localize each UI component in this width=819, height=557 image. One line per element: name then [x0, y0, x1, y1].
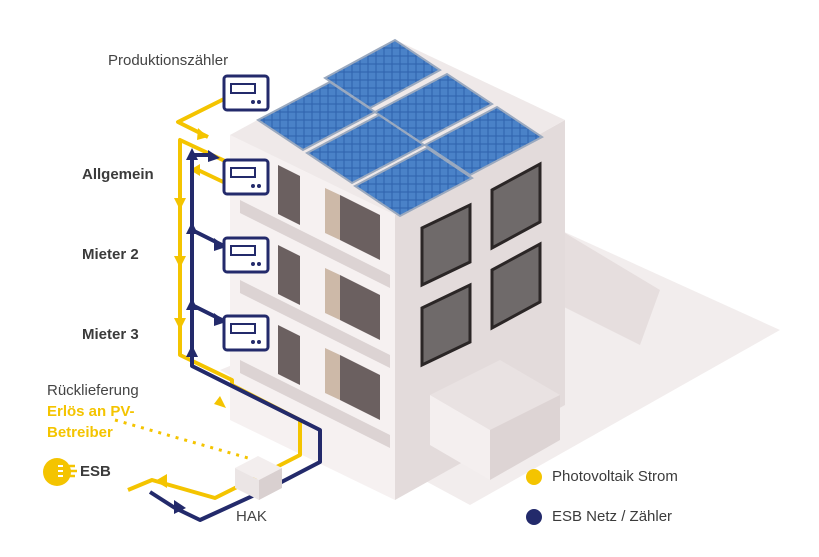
legend-label-grid: ESB Netz / Zähler — [552, 508, 673, 525]
label-tenant-3: Mieter 3 — [82, 326, 139, 343]
label-hak: HAK — [236, 508, 267, 525]
label-revenue-line2: Betreiber — [47, 424, 113, 441]
meter-tenant-3 — [222, 314, 270, 352]
production-meter — [222, 74, 270, 112]
esb-sun-icon — [43, 458, 77, 486]
meter-general — [222, 158, 270, 196]
legend-grid: ESB Netz / Zähler — [526, 508, 672, 525]
label-tenant-2: Mieter 2 — [82, 246, 139, 263]
hak-box — [235, 456, 282, 500]
legend-pv: Photovoltaik Strom — [526, 468, 678, 485]
pv-arrows — [155, 128, 226, 488]
label-general: Allgemein — [82, 166, 154, 183]
label-feedback: Rücklieferung — [47, 382, 139, 399]
revenue-dotted-line — [114, 418, 249, 460]
label-esb: ESB — [80, 463, 111, 480]
label-revenue-line1: Erlös an PV- — [47, 403, 135, 420]
meter-tenant-2 — [222, 236, 270, 274]
legend-label-pv: Photovoltaik Strom — [552, 468, 678, 485]
legend-dot-pv — [526, 468, 542, 485]
solar-panels — [256, 38, 544, 218]
legend-dot-grid — [526, 508, 542, 525]
label-production-meter: Produktionszähler — [108, 52, 229, 69]
